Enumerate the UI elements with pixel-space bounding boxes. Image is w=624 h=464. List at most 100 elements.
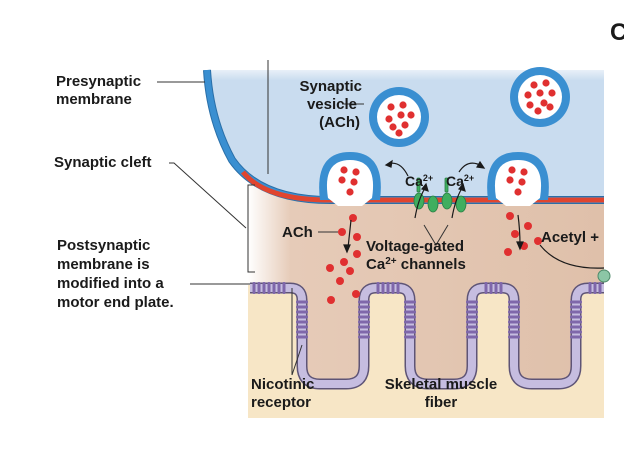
receptor-band	[296, 305, 308, 309]
ach-dot	[346, 267, 354, 275]
ach-dot	[352, 290, 360, 298]
receptor-partial	[597, 269, 611, 283]
receptor-band	[466, 325, 478, 329]
receptor-band	[267, 282, 271, 294]
ach-dot	[327, 296, 335, 304]
ach-dot	[524, 91, 532, 99]
ach-dot	[506, 212, 514, 220]
svg-text:vesicle: vesicle	[307, 96, 357, 113]
receptor-band	[272, 282, 276, 294]
receptor-band	[358, 310, 370, 314]
ach-dot	[326, 264, 334, 272]
receptor-band	[466, 305, 478, 309]
receptor-band	[508, 310, 520, 314]
receptor-band	[381, 282, 385, 294]
ach-dot	[514, 188, 522, 196]
receptor-band	[570, 305, 582, 309]
receptor-band	[296, 325, 308, 329]
receptor-band	[296, 315, 308, 319]
ach-dot	[389, 123, 397, 131]
label-presynaptic-membrane: Presynaptic membrane	[56, 73, 141, 108]
svg-text:Ca2+ channels: Ca2+ channels	[366, 256, 466, 273]
receptor-band	[404, 320, 416, 324]
ach-dot	[508, 166, 516, 174]
ach-dot	[534, 237, 542, 245]
svg-text:membrane is: membrane is	[57, 256, 150, 273]
svg-text:receptor: receptor	[251, 394, 311, 411]
svg-text:Ca2+: Ca2+	[405, 173, 433, 189]
ach-dot	[387, 103, 395, 111]
ach-dot	[518, 178, 526, 186]
fusing-vesicle	[319, 152, 381, 206]
receptor-band	[404, 325, 416, 329]
ach-dot	[399, 101, 407, 109]
receptor-band	[484, 282, 488, 294]
receptor-band	[508, 300, 520, 304]
ach-dot	[540, 99, 548, 107]
receptor-band	[508, 320, 520, 324]
synaptic-vesicle	[510, 67, 570, 127]
svg-text:Presynaptic: Presynaptic	[56, 73, 141, 90]
svg-text:motor end plate.: motor end plate.	[57, 294, 174, 311]
receptor-band	[494, 282, 498, 294]
receptor-band	[277, 282, 281, 294]
ach-dot	[548, 89, 556, 97]
ach-dot	[524, 222, 532, 230]
label-calcium-ions: Ca2+ Ca2+	[405, 173, 474, 189]
ach-dot	[401, 121, 409, 129]
ach-dot	[353, 233, 361, 241]
receptor-band	[296, 310, 308, 314]
ach-dot	[526, 101, 534, 109]
receptor-band	[386, 282, 390, 294]
ach-dot	[520, 168, 528, 176]
receptor-band	[508, 305, 520, 309]
receptor-band	[570, 330, 582, 334]
ach-dot	[397, 111, 405, 119]
junctional-folds	[250, 282, 604, 390]
receptor-band	[508, 330, 520, 334]
ach-dot	[530, 81, 538, 89]
receptor-band	[396, 282, 400, 294]
receptor-band	[404, 310, 416, 314]
svg-text:(ACh): (ACh)	[319, 114, 360, 131]
receptor-band	[358, 320, 370, 324]
svg-text:membrane: membrane	[56, 91, 132, 108]
receptor-band	[466, 330, 478, 334]
ach-dot	[353, 250, 361, 258]
receptor-band	[358, 330, 370, 334]
arrows	[343, 159, 605, 269]
ach-dot	[506, 176, 514, 184]
svg-text:Voltage-gated: Voltage-gated	[366, 238, 464, 255]
receptor-band	[391, 282, 395, 294]
ach-dot	[542, 79, 550, 87]
receptor-band	[296, 300, 308, 304]
receptor-band	[570, 315, 582, 319]
label-synaptic-cleft: Synaptic cleft	[54, 154, 152, 171]
receptor-band	[296, 330, 308, 334]
receptor-band	[499, 282, 503, 294]
svg-text:Postsynaptic: Postsynaptic	[57, 237, 150, 254]
receptor-band	[466, 310, 478, 314]
ach-dot	[407, 111, 415, 119]
receptor-band	[508, 315, 520, 319]
receptor-band	[252, 282, 256, 294]
ach-dot	[385, 115, 393, 123]
receptor-band	[466, 315, 478, 319]
receptor-band	[358, 335, 370, 339]
receptor-band	[466, 335, 478, 339]
receptor-band	[404, 330, 416, 334]
leader-lines	[157, 60, 449, 376]
receptor-band	[376, 282, 380, 294]
ach-dot	[536, 89, 544, 97]
ach-dot	[346, 188, 354, 196]
receptor-band	[588, 282, 592, 294]
ach-dot	[340, 166, 348, 174]
ach-dot	[352, 168, 360, 176]
receptor-band	[570, 320, 582, 324]
receptor-band	[466, 320, 478, 324]
svg-text:Skeletal muscle: Skeletal muscle	[385, 376, 498, 393]
ach-dot	[534, 107, 542, 115]
receptor-band	[296, 335, 308, 339]
synaptic-vesicle	[369, 87, 429, 147]
